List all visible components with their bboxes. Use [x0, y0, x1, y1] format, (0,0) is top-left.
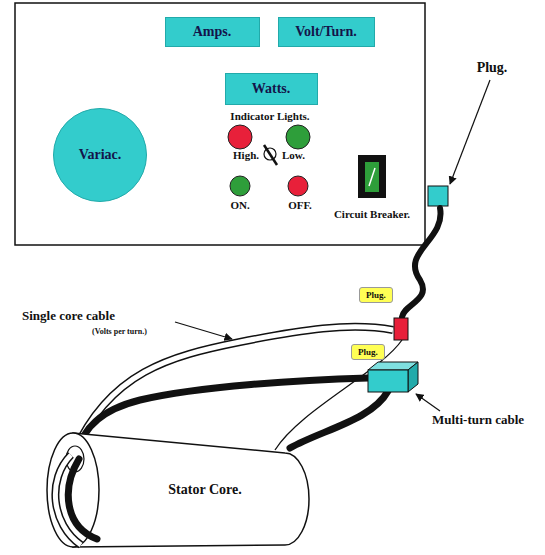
panel-label: Indicator Lights.: [230, 110, 309, 122]
leader-line: [175, 322, 232, 339]
multi-turn-plug: [368, 362, 418, 392]
variac-dial: Variac.: [53, 108, 147, 202]
single-core-cable: [74, 327, 393, 452]
single-core-plug: [394, 318, 408, 340]
multi-turn-cable: [68, 459, 97, 539]
plug-callout: Plug.: [359, 287, 393, 303]
return-wire: [275, 340, 402, 450]
node-text: Plug.: [358, 347, 378, 357]
panel-socket: [428, 186, 448, 206]
switch-label: High.: [233, 149, 259, 161]
meter-box: Watts.: [225, 73, 318, 105]
on-light: [230, 176, 250, 196]
multi-turn-cable-return: [290, 391, 388, 448]
meter-box: Amps.: [165, 17, 260, 47]
node-text: Stator Core.: [168, 482, 241, 498]
off-light: [288, 176, 308, 196]
stator-core: Stator Core.: [35, 429, 315, 551]
control-panel: [15, 3, 425, 245]
high-indicator-light: [228, 125, 252, 149]
core-end: [47, 433, 99, 547]
node-text: Plug.: [366, 290, 386, 300]
node-text: Watts.: [252, 81, 291, 97]
meter-box: Volt/Turn.: [278, 17, 375, 47]
selector-knob: [264, 145, 277, 165]
leader-line: [450, 80, 490, 184]
core-body: [73, 433, 309, 547]
breaker-label: Circuit Breaker.: [334, 208, 410, 220]
callout-label: Plug.: [477, 60, 508, 76]
plug-callout: Plug.: [351, 344, 385, 360]
cable-note: (Volts per turn.): [92, 327, 147, 336]
node-text: Variac.: [79, 147, 122, 163]
cable-label: Single core cable: [22, 308, 115, 324]
light-label: OFF.: [288, 199, 312, 211]
leader-line: [416, 394, 440, 411]
low-indicator-light: [286, 125, 310, 149]
light-label: ON.: [230, 199, 249, 211]
supply-cable: [402, 208, 441, 317]
circuit-breaker: [358, 155, 386, 198]
node-text: Volt/Turn.: [295, 24, 357, 40]
node-text: Amps.: [193, 24, 232, 40]
single-core-cable-fill: [74, 327, 393, 452]
switch-label: Low.: [282, 149, 305, 161]
cable-label: Multi-turn cable: [432, 412, 524, 428]
